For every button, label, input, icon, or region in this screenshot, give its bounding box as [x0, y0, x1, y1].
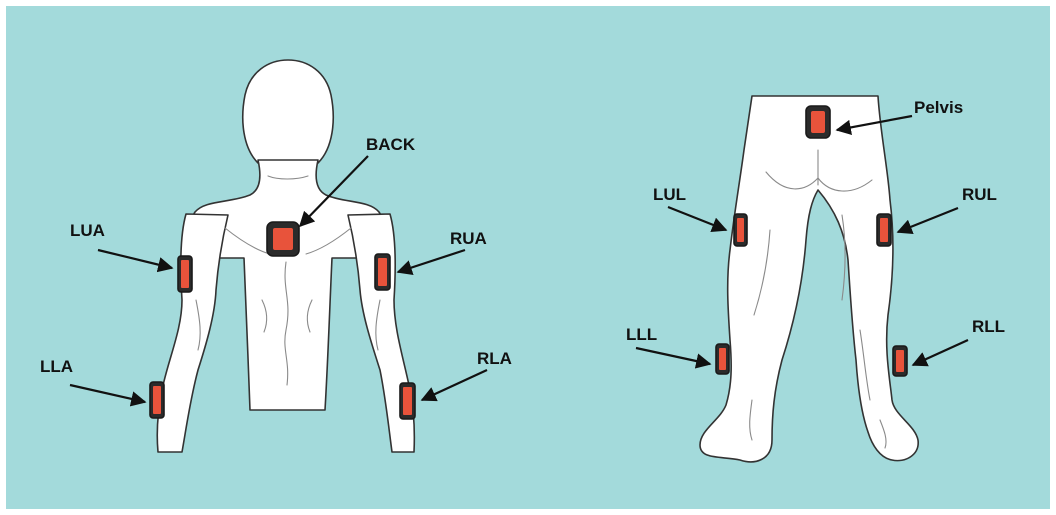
sensor-lla: [150, 382, 164, 418]
lower-body-figure: [700, 96, 918, 462]
sensor-back: [267, 222, 299, 256]
label-rul: RUL: [962, 185, 997, 204]
label-rua: RUA: [450, 229, 487, 248]
arrow-rll: [913, 340, 968, 365]
left-arm: [157, 214, 228, 452]
sensor-rll: [893, 346, 907, 376]
sensor-rul: [877, 214, 891, 246]
sensor-lua: [178, 256, 192, 292]
arrow-lll: [636, 348, 710, 364]
label-lll: LLL: [626, 325, 657, 344]
arrow-rla: [422, 370, 487, 400]
label-back: BACK: [366, 135, 416, 154]
sensor-rua: [375, 254, 390, 290]
label-lua: LUA: [70, 221, 105, 240]
arrow-rul: [898, 208, 958, 232]
hips-and-legs: [700, 96, 918, 462]
arrow-lua: [98, 250, 172, 268]
sensor-pelvis: [806, 106, 830, 138]
sensor-rla: [400, 383, 415, 419]
label-rla: RLA: [477, 349, 512, 368]
label-lla: LLA: [40, 357, 73, 376]
head: [243, 60, 333, 163]
sensor-lul: [734, 214, 747, 246]
label-lul: LUL: [653, 185, 686, 204]
sensor-lll: [716, 344, 729, 374]
arrow-lul: [668, 207, 726, 230]
label-pelvis: Pelvis: [914, 98, 963, 117]
label-rll: RLL: [972, 317, 1005, 336]
arrow-lla: [70, 385, 145, 402]
arrow-rua: [398, 250, 465, 272]
